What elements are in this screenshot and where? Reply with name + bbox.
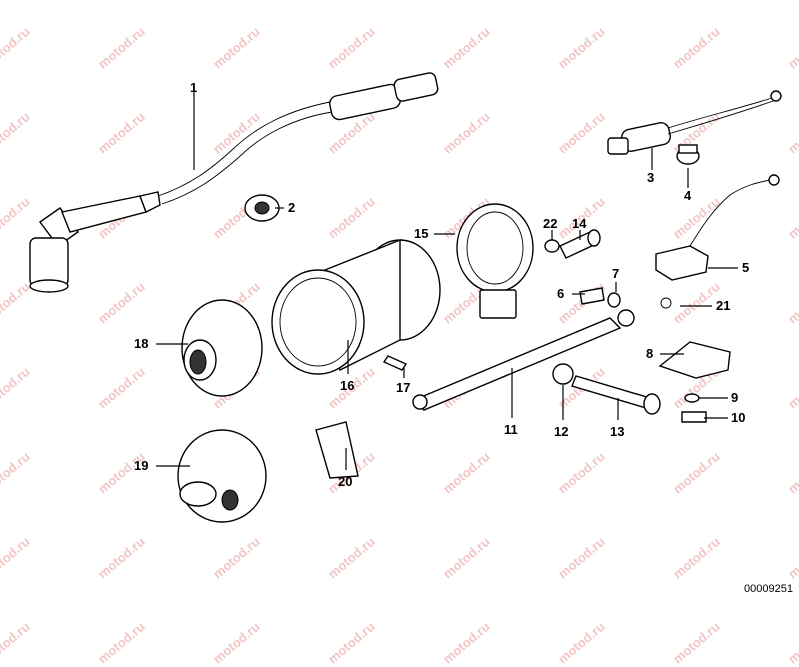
part-18-end-cap [181,299,263,397]
parts-diagram: 1 2 3 4 5 6 7 8 9 10 11 12 13 14 15 16 1… [29,72,782,523]
part-21-star-washer [660,297,672,309]
part-13-long-bolt [571,375,661,415]
callout-14: 14 [572,216,587,231]
callout-labels: 1 2 3 4 5 6 7 8 9 10 11 12 13 14 15 16 1… [134,80,749,489]
part-12-sleeve [552,363,574,385]
part-19-end-cap [177,429,267,523]
watermark-text: motod.ru [670,618,723,667]
callout-5: 5 [742,260,749,275]
callout-2: 2 [288,200,295,215]
callout-9: 9 [731,390,738,405]
part-10-screw [681,411,707,423]
callout-19: 19 [134,458,148,473]
part-5-module [655,174,780,281]
watermark-text: motod.ru [325,618,378,667]
part-11-bracket [412,309,635,411]
callout-8: 8 [646,346,653,361]
part-7-nut [607,292,621,308]
callout-17: 17 [396,380,410,395]
watermark-text: motod.ru [440,618,493,667]
watermark-text: motod.ru [210,618,263,667]
callout-4: 4 [684,188,692,203]
part-8-plate [658,341,731,379]
part-9-washer [684,393,700,403]
leader-lines [156,92,738,470]
callout-11: 11 [504,422,518,437]
callout-21: 21 [716,298,730,313]
callout-3: 3 [647,170,654,185]
part-22-washer [544,239,560,253]
part-6-screw [579,287,605,305]
watermark-text: motod.ru [0,618,33,667]
watermark-text: motod.ru [785,618,799,667]
callout-10: 10 [731,410,745,425]
callout-20: 20 [338,474,352,489]
part-14-bolt [559,229,601,259]
part-17-screw [382,355,408,371]
callout-18: 18 [134,336,148,351]
callout-6: 6 [557,286,564,301]
part-1-ignition-cable [29,72,439,293]
watermark-text: motod.ru [95,618,148,667]
part-16-housing [271,238,441,375]
part-20-gasket [315,421,359,479]
document-number: 00009251 [744,583,793,595]
callout-16: 16 [340,378,354,393]
callout-1: 1 [190,80,197,95]
callout-7: 7 [612,266,619,281]
callout-15: 15 [414,226,428,241]
callout-13: 13 [610,424,624,439]
part-4-clip [676,144,700,165]
callout-12: 12 [554,424,568,439]
part-2-grommet [244,194,280,222]
part-3-connector [607,90,782,155]
watermark-text: motod.ru [555,618,608,667]
callout-22: 22 [543,216,557,231]
part-15-clamp-band [456,203,534,319]
